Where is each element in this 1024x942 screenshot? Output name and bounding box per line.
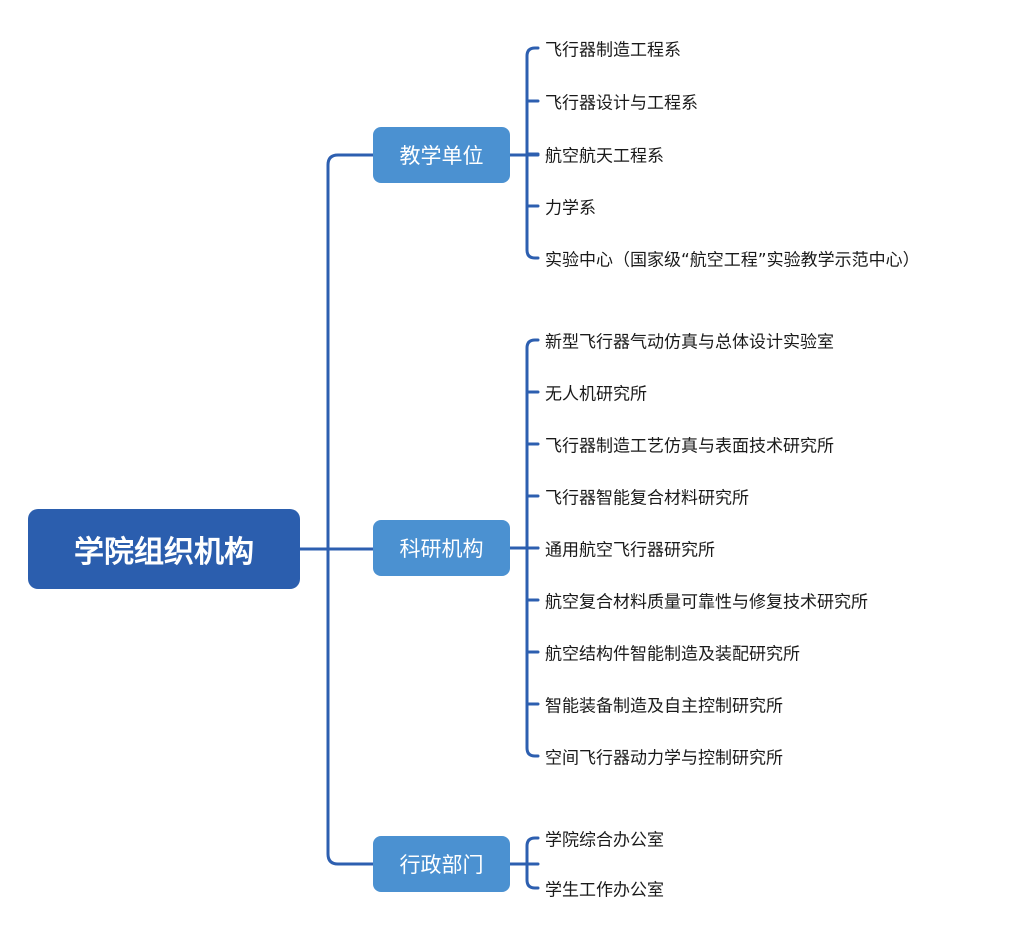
leaf-node[interactable]: 航空航天工程系 <box>545 146 664 167</box>
leaf-node[interactable]: 学生工作办公室 <box>545 880 664 901</box>
leaf-bracket <box>525 836 540 890</box>
leaf-node[interactable]: 智能装备制造及自主控制研究所 <box>545 696 783 717</box>
leaf-node[interactable]: 新型飞行器气动仿真与总体设计实验室 <box>545 332 834 353</box>
leaf-node[interactable]: 飞行器设计与工程系 <box>545 93 698 114</box>
leaf-node[interactable]: 飞行器制造工程系 <box>545 40 681 61</box>
branch-node[interactable]: 科研机构 <box>373 520 510 576</box>
leaf-node[interactable]: 实验中心（国家级“航空工程”实验教学示范中心） <box>545 250 920 271</box>
branch-node[interactable]: 行政部门 <box>373 836 510 892</box>
branch-node[interactable]: 教学单位 <box>373 127 510 183</box>
trunk-connector <box>326 153 375 866</box>
leaf-node[interactable]: 飞行器智能复合材料研究所 <box>545 488 749 509</box>
leaf-node[interactable]: 力学系 <box>545 198 596 219</box>
root-node[interactable]: 学院组织机构 <box>28 509 300 589</box>
leaf-node[interactable]: 学院综合办公室 <box>545 830 664 851</box>
leaf-node[interactable]: 通用航空飞行器研究所 <box>545 540 715 561</box>
leaf-node[interactable]: 飞行器制造工艺仿真与表面技术研究所 <box>545 436 834 457</box>
leaf-node[interactable]: 航空结构件智能制造及装配研究所 <box>545 644 800 665</box>
leaf-node[interactable]: 无人机研究所 <box>545 384 647 405</box>
leaf-node[interactable]: 空间飞行器动力学与控制研究所 <box>545 748 783 769</box>
leaf-node[interactable]: 航空复合材料质量可靠性与修复技术研究所 <box>545 592 868 613</box>
